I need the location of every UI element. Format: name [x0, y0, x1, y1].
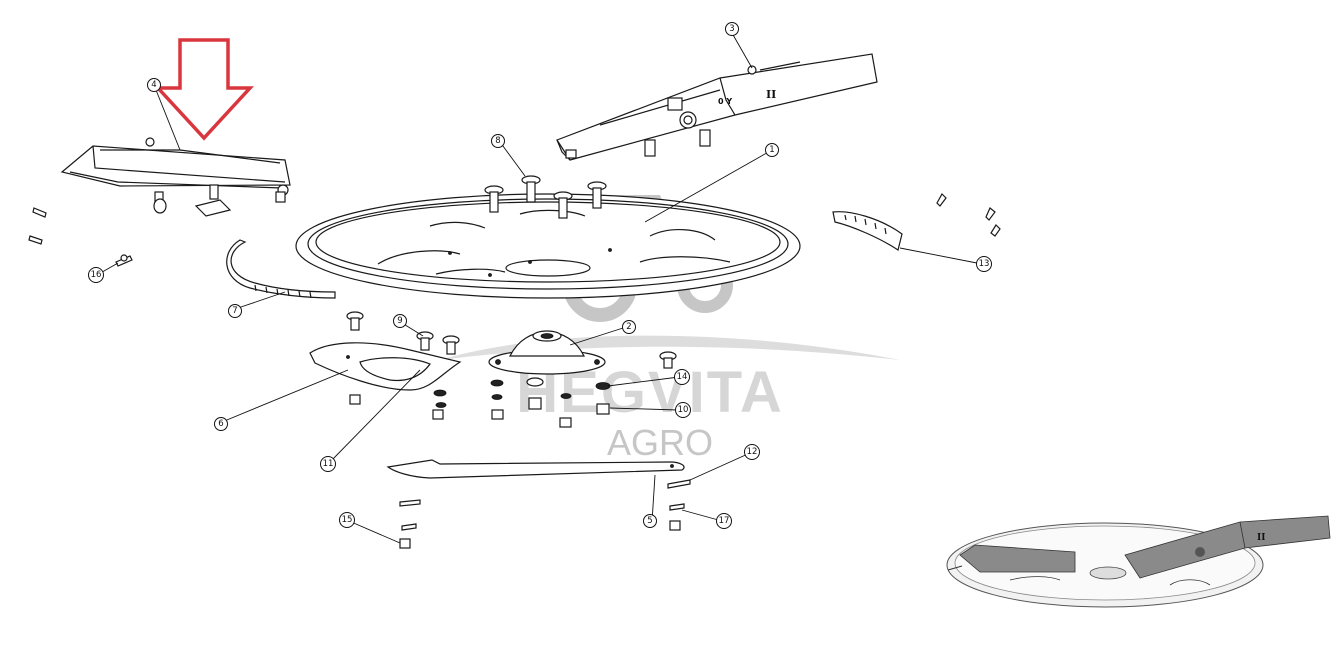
callout-number: 14 [677, 372, 688, 382]
highlight-arrow-icon [154, 38, 254, 141]
callout-17: 17 [716, 513, 732, 529]
callout-number: 10 [678, 405, 689, 415]
callout-11: 11 [320, 456, 336, 472]
callout-number: 5 [647, 516, 652, 526]
part-6-blade [309, 342, 462, 391]
callout-6: 6 [214, 417, 228, 431]
callout-number: 6 [218, 419, 223, 429]
callout-7: 7 [228, 304, 242, 318]
callout-9: 9 [393, 314, 407, 328]
callout-number: 15 [342, 515, 353, 525]
callout-number: 11 [323, 459, 334, 469]
callout-3: 3 [725, 22, 739, 36]
part-4-blade-holder [60, 137, 291, 217]
callout-10: 10 [675, 402, 691, 418]
thumbnail-marking: II [1257, 533, 1265, 543]
callout-number: 1 [769, 145, 774, 155]
rotor-marking-roman: II [766, 88, 776, 101]
callout-4: 4 [147, 78, 161, 92]
part-1-rotor-disc [295, 193, 801, 299]
callout-number: 16 [91, 270, 102, 280]
screws-left [28, 207, 47, 245]
part-16-pin [115, 254, 133, 267]
callout-14: 14 [674, 369, 690, 385]
callout-5: 5 [643, 514, 657, 528]
callout-number: 17 [719, 516, 730, 526]
callout-number: 4 [151, 80, 156, 90]
watermark-sub: AGRO [607, 422, 713, 463]
assembled-thumbnail: II [946, 515, 1331, 608]
callout-1: 1 [765, 143, 779, 157]
part-2-hub [488, 330, 606, 375]
part-7-strip [226, 239, 336, 299]
callout-number: 8 [495, 136, 500, 146]
callout-15: 15 [339, 512, 355, 528]
screws-right [936, 193, 1001, 237]
callout-number: 9 [397, 316, 402, 326]
callout-number: 2 [626, 322, 631, 332]
part-3-rotor-arm: 0 Y II [556, 53, 878, 161]
part-13-skid-strip [832, 211, 903, 251]
callout-12: 12 [744, 444, 760, 460]
small-parts [399, 479, 691, 549]
callout-2: 2 [622, 320, 636, 334]
part-5-long-blade [386, 459, 685, 479]
callout-number: 7 [232, 306, 237, 316]
nuts-and-washers [349, 377, 611, 428]
callout-8: 8 [491, 134, 505, 148]
callouts: 1 2 3 4 5 6 7 8 9 10 11 12 13 14 15 16 1… [88, 22, 992, 529]
part-9-bolts [346, 311, 677, 369]
callout-number: 13 [979, 259, 990, 269]
callout-16: 16 [88, 267, 104, 283]
part-8-bolts [484, 175, 607, 219]
callout-number: 3 [729, 24, 734, 34]
callout-number: 12 [747, 447, 758, 457]
rotor-marking: 0 Y [718, 97, 732, 106]
callout-13: 13 [976, 256, 992, 272]
